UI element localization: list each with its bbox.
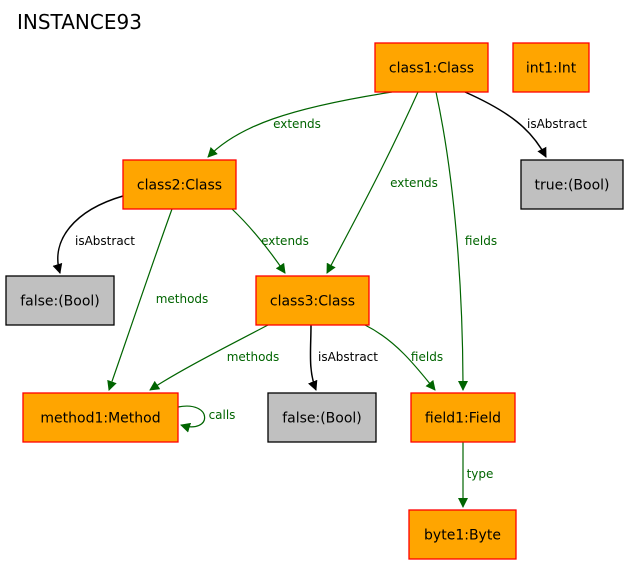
edge-class1-class2: extends xyxy=(207,91,393,158)
edge-label: isAbstract xyxy=(318,350,378,364)
edge-class3-false2: isAbstract xyxy=(308,324,378,391)
edge-line xyxy=(364,324,436,391)
edge-line xyxy=(435,91,468,391)
edge-class1-true1: isAbstract xyxy=(464,91,587,158)
node-label: class2:Class xyxy=(137,178,222,194)
node-box xyxy=(267,392,377,443)
node-field1[interactable]: field1:Field xyxy=(410,392,516,443)
edge-label: methods xyxy=(227,350,280,364)
edge-line xyxy=(207,91,393,158)
edge-line xyxy=(177,405,206,433)
node-box xyxy=(512,42,590,93)
node-box xyxy=(408,509,517,560)
node-label: int1:Int xyxy=(526,61,577,77)
node-int1[interactable]: int1:Int xyxy=(512,42,590,93)
edge-method1-method1: calls xyxy=(177,405,236,433)
node-class2[interactable]: class2:Class xyxy=(122,159,237,210)
edge-class1-field1: fields xyxy=(435,91,497,391)
node-box xyxy=(122,159,237,210)
node-class1[interactable]: class1:Class xyxy=(374,42,489,93)
node-box xyxy=(22,392,179,443)
edge-label: type xyxy=(467,467,494,481)
node-false2[interactable]: false:(Bool) xyxy=(267,392,377,443)
node-box xyxy=(374,42,489,93)
edge-label: fields xyxy=(465,234,497,248)
edge-line xyxy=(52,195,124,274)
node-label: field1:Field xyxy=(425,411,501,427)
edge-class2-method1: methods xyxy=(107,208,209,391)
edge-class2-false1: isAbstract xyxy=(52,195,135,274)
node-box xyxy=(410,392,516,443)
edge-label: extends xyxy=(261,234,309,248)
node-class3[interactable]: class3:Class xyxy=(255,275,370,326)
edge-line xyxy=(308,324,318,391)
node-false1[interactable]: false:(Bool) xyxy=(5,275,115,326)
edge-field1-byte1: type xyxy=(458,442,494,508)
edge-class2-class3: extends xyxy=(231,208,309,274)
node-box xyxy=(255,275,370,326)
edge-line xyxy=(464,91,547,158)
edge-line xyxy=(326,91,419,274)
edge-label: calls xyxy=(209,408,236,422)
edge-class3-method1: methods xyxy=(149,324,280,391)
diagram-title: INSTANCE93 xyxy=(17,10,142,34)
edge-label: extends xyxy=(273,117,321,131)
edge-line xyxy=(231,208,286,274)
edge-label: fields xyxy=(411,350,443,364)
edge-line xyxy=(107,208,173,391)
node-label: true:(Bool) xyxy=(535,178,610,194)
node-label: false:(Bool) xyxy=(282,411,362,427)
node-method1[interactable]: method1:Method xyxy=(22,392,179,443)
node-label: byte1:Byte xyxy=(424,528,501,544)
node-byte1[interactable]: byte1:Byte xyxy=(408,509,517,560)
edge-label: extends xyxy=(390,176,438,190)
edge-label: isAbstract xyxy=(75,234,135,248)
node-box xyxy=(520,159,624,210)
node-label: class1:Class xyxy=(389,61,474,77)
node-true1[interactable]: true:(Bool) xyxy=(520,159,624,210)
edge-label: methods xyxy=(156,292,209,306)
node-box xyxy=(5,275,115,326)
edge-label: isAbstract xyxy=(527,117,587,131)
edge-class3-field1: fields xyxy=(364,324,443,391)
edge-class1-class3: extends xyxy=(326,91,438,274)
node-label: class3:Class xyxy=(270,294,355,310)
node-label: false:(Bool) xyxy=(20,294,100,310)
edge-line xyxy=(149,324,269,391)
node-label: method1:Method xyxy=(40,411,160,427)
